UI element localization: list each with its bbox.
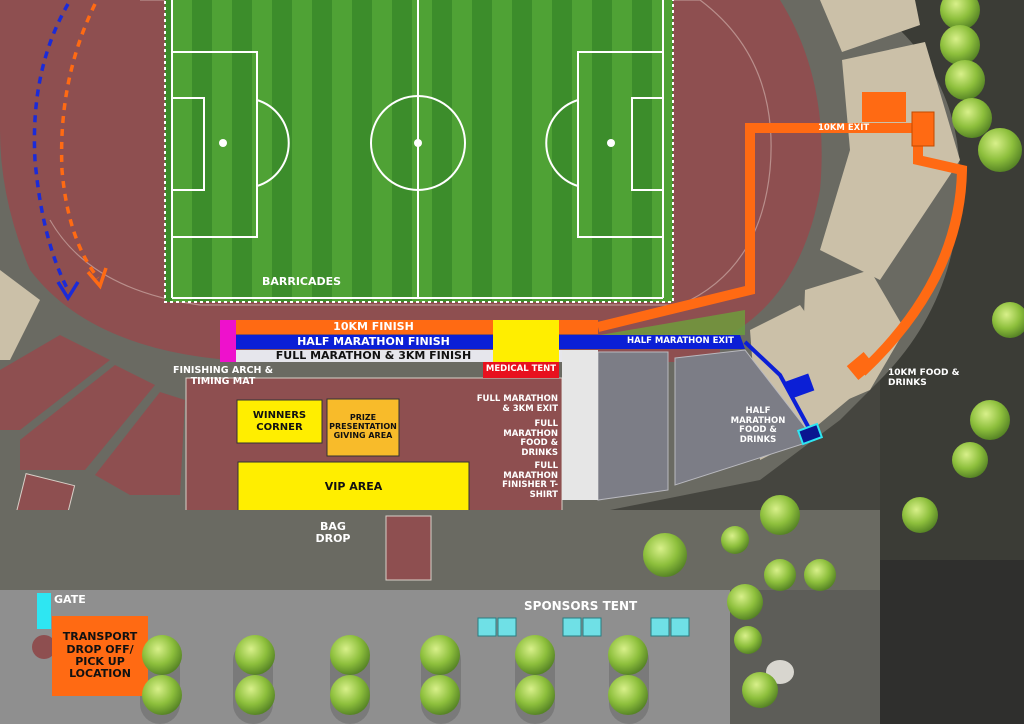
west-segment-3	[95, 392, 185, 495]
transport-label: TRANSPORT DROP OFF/ PICK UP LOCATION	[52, 616, 148, 696]
half-exit-path	[743, 340, 812, 431]
full-shirt-line-3: FINISHER T-	[502, 480, 558, 491]
exit-10km-label: 10KM EXIT	[818, 123, 870, 133]
full-shirt-line-2: MARATHON	[503, 470, 558, 481]
grey-zone-1	[597, 351, 669, 501]
winners-corner-box	[236, 399, 323, 444]
full-exit-label: FULL MARATHON & 3KM EXIT	[440, 394, 558, 414]
half-food-line-3: FOOD &	[739, 425, 777, 436]
half-food-line-4: DRINKS	[739, 434, 777, 445]
barricades-label: BARRICADES	[262, 275, 342, 288]
full-food-label: FULL MARATHON FOOD & DRINKS	[480, 419, 558, 458]
blue-arrow-head	[56, 281, 80, 302]
exit-10km-tent-1	[862, 92, 906, 122]
medical-tent-block	[493, 320, 559, 362]
bag-drop-line-1: BAG	[320, 519, 346, 533]
full-shirt-label: FULL MARATHON FINISHER T- SHIRT	[480, 461, 558, 500]
prize-area-label: PRIZE PRESENTATION GIVING AREA	[327, 399, 399, 456]
medical-tent-label: MEDICAL TENT	[485, 364, 557, 375]
finishing-arch	[220, 320, 236, 362]
food-10km-tent	[846, 352, 876, 380]
orange-direction-arrow	[59, 3, 100, 280]
bag-drop-label: BAG DROP	[304, 516, 362, 550]
transport-line-2: DROP OFF/	[66, 642, 134, 656]
half-food-tent-2	[796, 422, 824, 446]
stand-east-2	[820, 42, 960, 280]
full-shirt-line-4: SHIRT	[529, 489, 558, 500]
penalty-spot-left	[219, 139, 227, 147]
sponsor-tents	[477, 617, 690, 637]
southeast-building	[880, 560, 1024, 724]
full-food-line-1: FULL	[534, 419, 558, 429]
full-exit-line-2: & 3KM EXIT	[502, 403, 558, 414]
half-food-line-1: HALF	[745, 406, 771, 416]
transport-line-4: LOCATION	[69, 667, 131, 681]
prize-line-2: PRESENTATION	[329, 422, 397, 432]
half-exit-label: HALF MARATHON EXIT	[627, 336, 734, 346]
stand-west-1	[0, 270, 40, 360]
half-food-label: HALF MARATHON FOOD & DRINKS	[718, 406, 798, 445]
orange-arrow-head	[86, 267, 108, 290]
full-food-line-3: FOOD &	[520, 438, 558, 449]
finish-10km-label: 10KM FINISH	[333, 320, 414, 333]
medical-tent-badge	[483, 362, 559, 378]
finishing-arch-line-2: TIMING MAT	[190, 375, 256, 387]
winners-line-2: CORNER	[256, 421, 303, 433]
trees	[142, 0, 1024, 715]
transport-box	[52, 616, 148, 696]
prize-line-1: PRIZE	[349, 413, 377, 423]
stand-east-1	[820, 0, 920, 52]
west-segment-1	[0, 335, 110, 430]
winners-corner-label: WINNERS CORNER	[237, 400, 322, 443]
bag-drop-line-2: DROP	[315, 532, 351, 545]
plaza-stair-lower	[385, 515, 432, 581]
west-segment-2	[20, 365, 155, 470]
half-food-tent-1	[785, 373, 815, 399]
full-exit-line-1: FULL MARATHON	[476, 394, 558, 404]
food-10km-line-1: 10KM FOOD &	[888, 368, 960, 378]
exit-10km-tent-2	[911, 111, 935, 147]
winners-line-1: WINNERS	[252, 410, 307, 422]
sponsors-tent-label: SPONSORS TENT	[524, 599, 638, 613]
finish-half-label: HALF MARATHON FINISH	[297, 335, 450, 348]
exit-10km-route	[596, 123, 968, 376]
full-food-line-2: MARATHON	[503, 428, 558, 439]
finishing-arch-label: FINISHING ARCH & TIMING MAT	[160, 365, 286, 387]
half-food-line-2: MARATHON	[730, 415, 786, 426]
gate-label: GATE	[54, 593, 86, 606]
prize-area-box	[326, 398, 400, 457]
pitch-markings	[171, 0, 664, 299]
food-10km-line-2: DRINKS	[888, 378, 927, 389]
blue-direction-arrow	[32, 3, 70, 291]
full-food-line-4: DRINKS	[521, 447, 558, 458]
finish-full-label: FULL MARATHON & 3KM FINISH	[275, 349, 472, 362]
full-shirt-line-1: FULL	[534, 461, 558, 471]
transport-line-1: TRANSPORT	[62, 630, 138, 644]
vip-area-box	[237, 461, 470, 513]
prize-line-3: GIVING AREA	[333, 430, 393, 440]
lane-full-finish	[236, 350, 562, 362]
vip-area-label: VIP AREA	[324, 479, 383, 493]
penalty-spot-right	[607, 139, 615, 147]
half-exit-lane	[598, 335, 745, 349]
light-grey-lane	[562, 350, 598, 500]
gate-marker	[37, 593, 51, 629]
food-10km-label: 10KM FOOD & DRINKS	[888, 368, 960, 388]
transport-line-3: PICK UP	[75, 655, 125, 668]
lower-ground	[0, 510, 880, 590]
finishing-arch-line-1: FINISHING ARCH &	[172, 365, 274, 376]
gate-post	[32, 635, 56, 659]
center-spot	[414, 139, 422, 147]
barricade-line	[164, 0, 674, 303]
grass-blend	[600, 310, 745, 335]
